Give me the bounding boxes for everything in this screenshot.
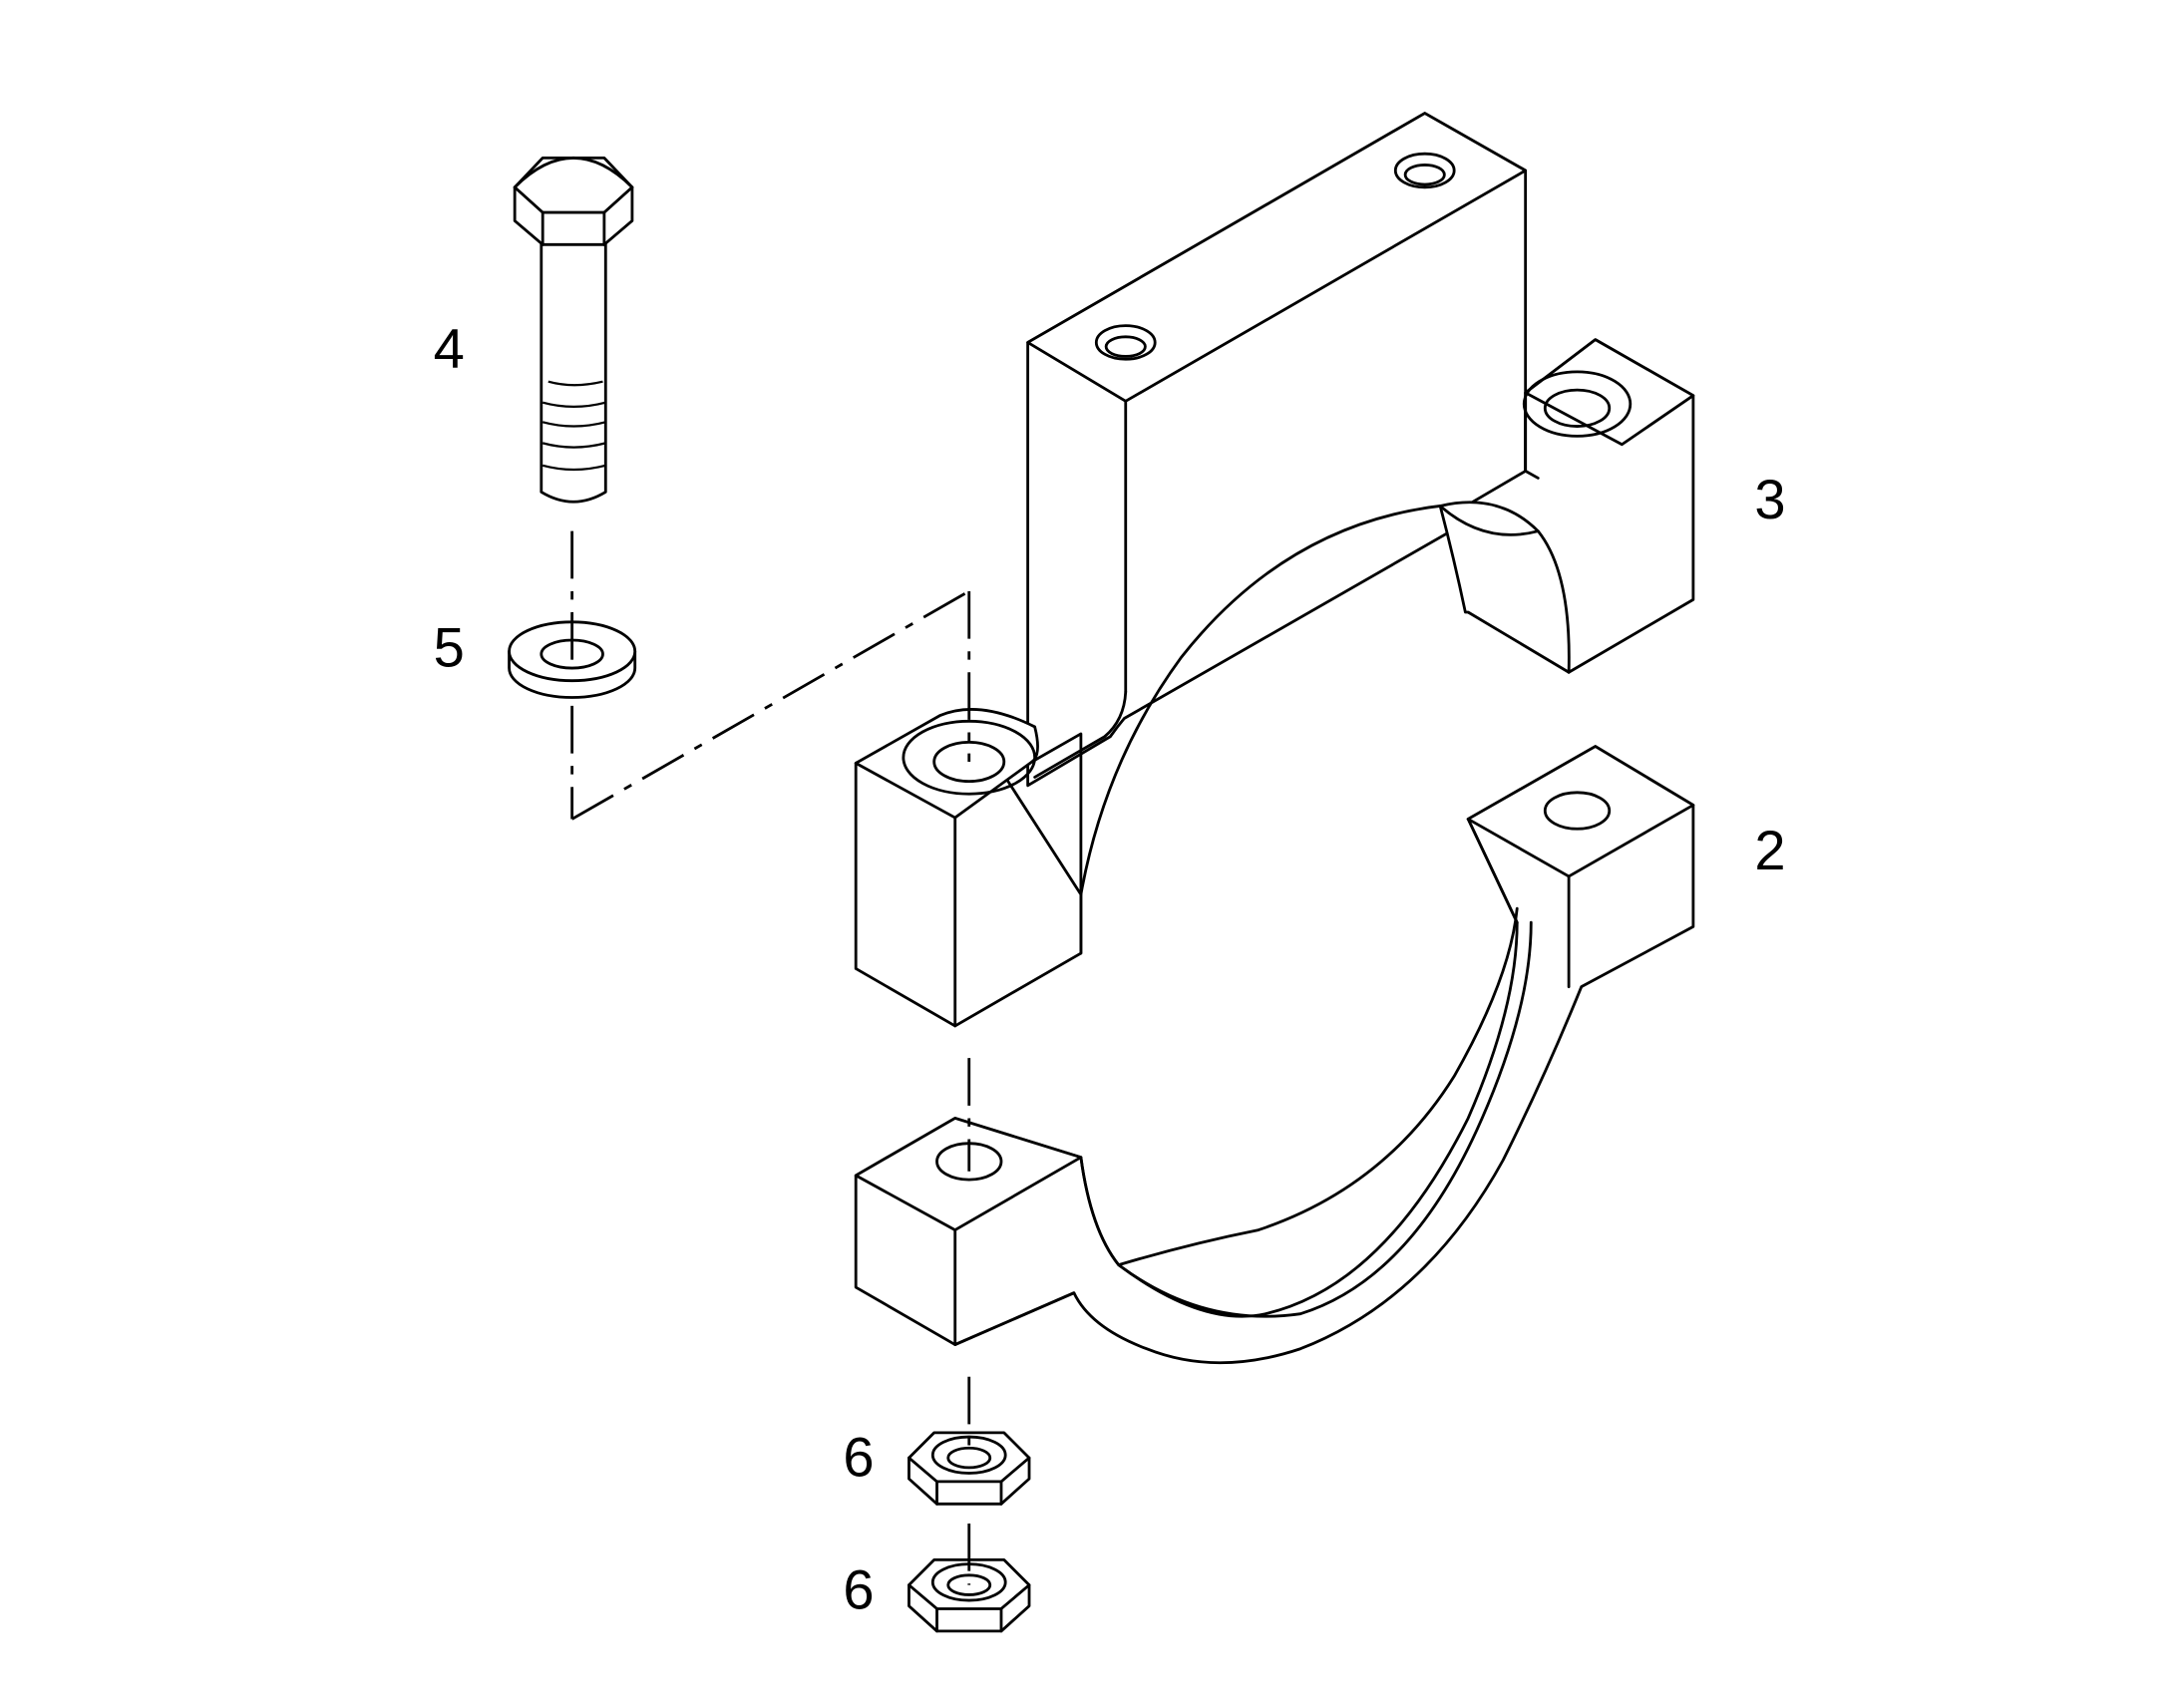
flat-washer-part <box>508 620 637 699</box>
upper-clamp-part <box>854 112 1695 1028</box>
assembly-center-lines <box>570 530 971 1585</box>
callout-washer: 5 <box>434 616 465 679</box>
callout-nut-lower: 6 <box>843 1557 874 1620</box>
hex-bolt-part <box>513 157 634 504</box>
callout-nut-upper: 6 <box>843 1425 874 1488</box>
hex-nut-upper-part <box>908 1431 1031 1506</box>
callout-lower-clamp: 2 <box>1754 819 1785 881</box>
lower-clamp-part <box>854 745 1695 1365</box>
callout-bolt: 4 <box>434 317 465 380</box>
callout-upper-clamp: 3 <box>1754 468 1785 530</box>
